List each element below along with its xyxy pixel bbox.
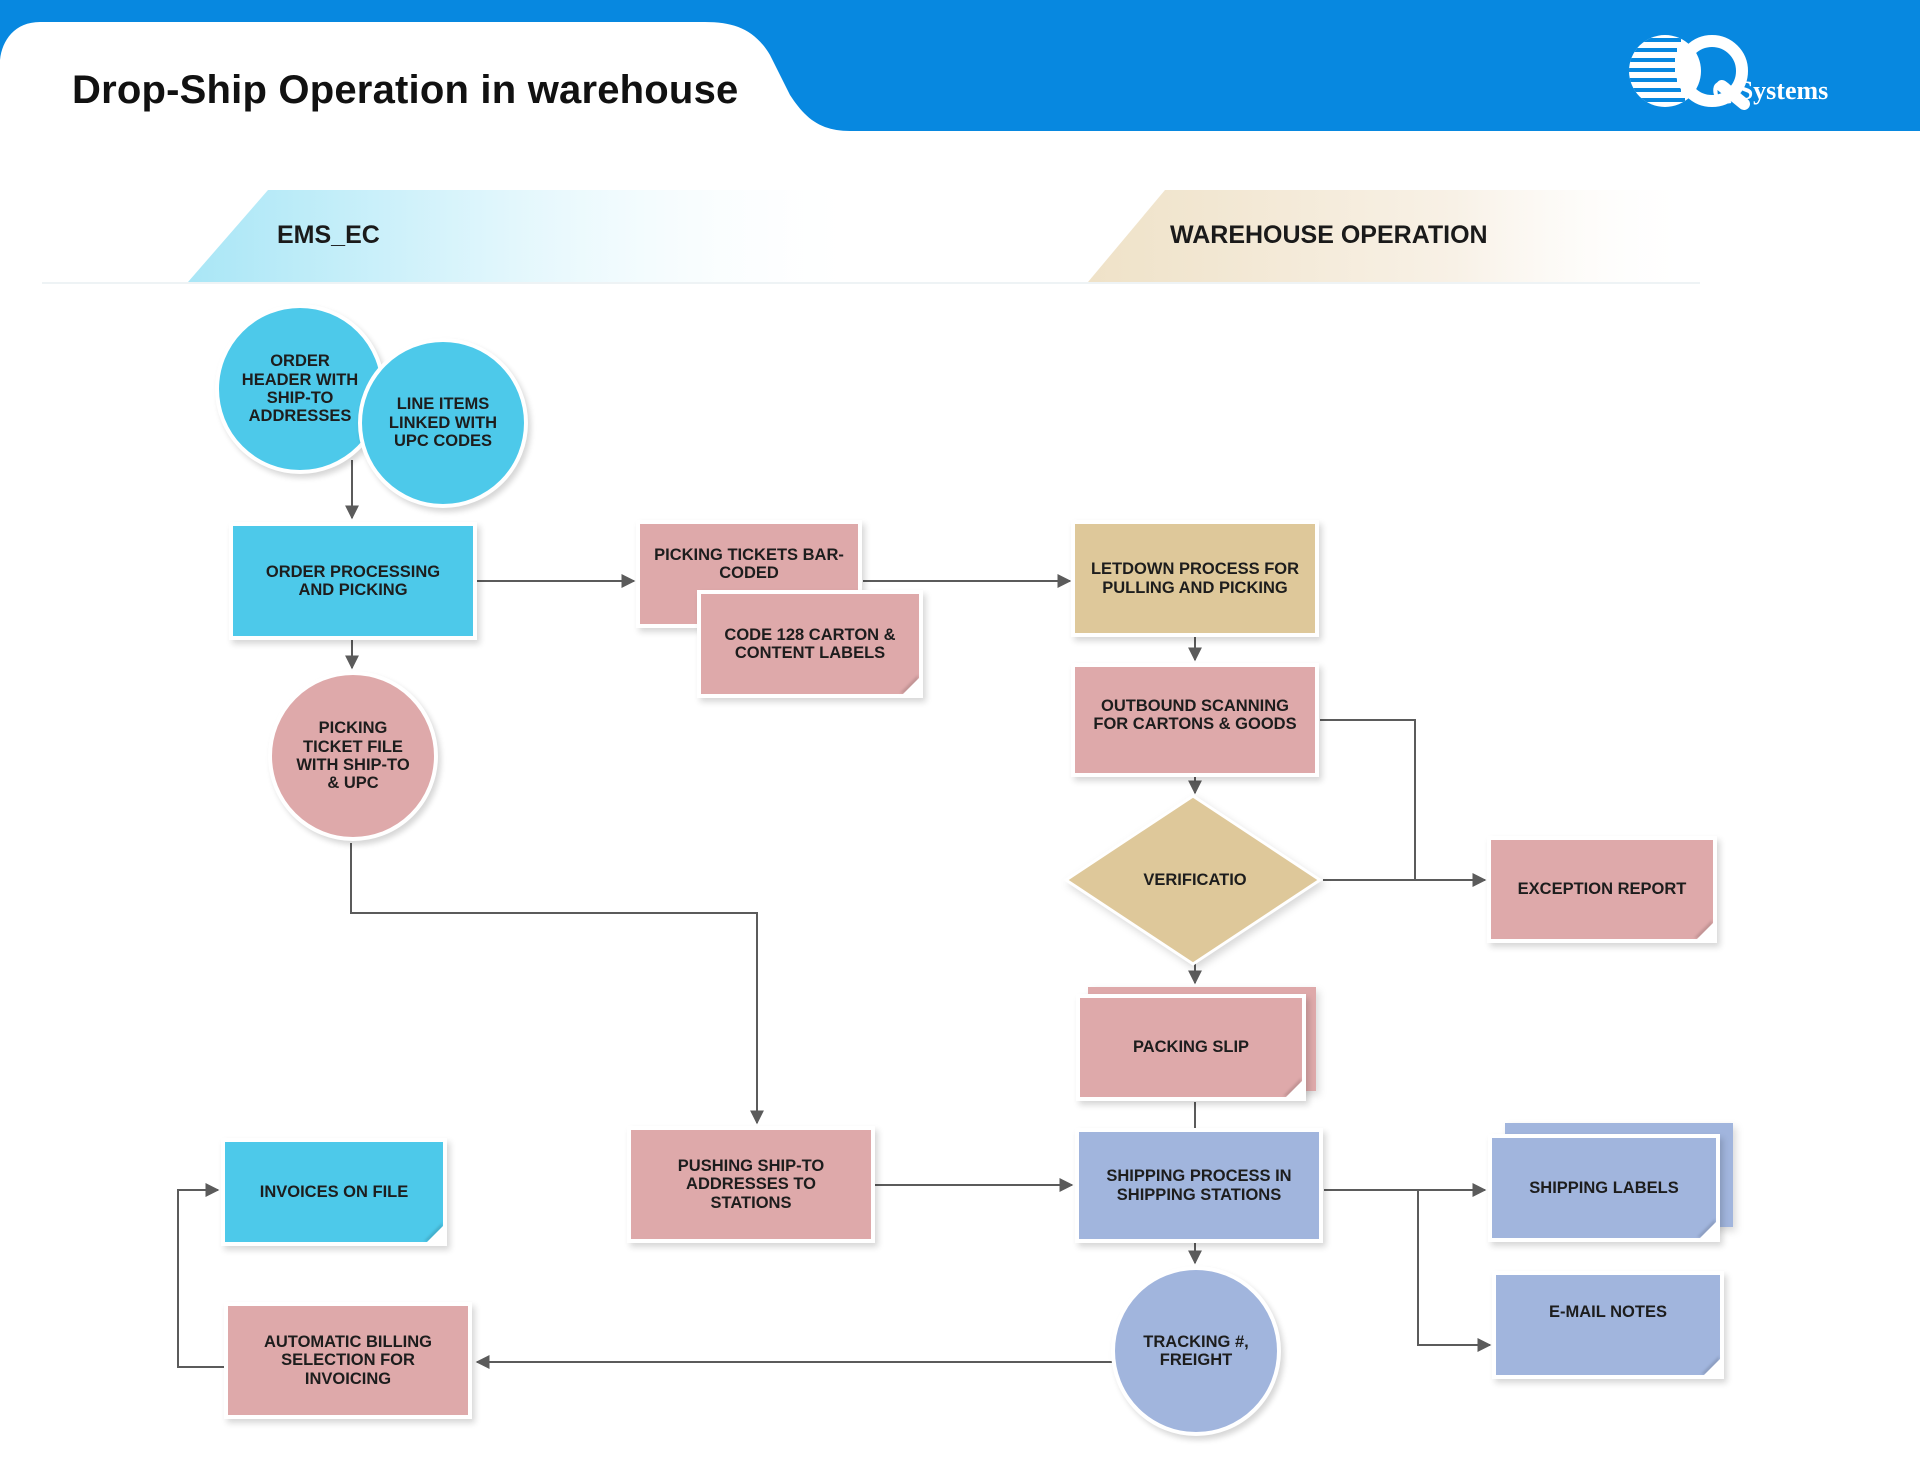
node-exception-report[interactable]: EXCEPTION REPORT xyxy=(1487,836,1717,943)
node-tracking-freight[interactable]: TRACKING #, FREIGHT xyxy=(1111,1266,1281,1436)
lane-ems-ec xyxy=(188,190,870,282)
node-outbound-scanning[interactable]: OUTBOUND SCANNING FOR CARTONS & GOODS xyxy=(1071,663,1319,777)
node-automatic-billing[interactable]: AUTOMATIC BILLING SELECTION FOR INVOICIN… xyxy=(224,1302,472,1419)
lane-label-warehouse-operation: WAREHOUSE OPERATION xyxy=(1170,221,1488,249)
node-pushing-shipto[interactable]: PUSHING SHIP-TO ADDRESSES TO STATIONS xyxy=(627,1126,875,1243)
node-shipping-labels[interactable]: SHIPPING LABELS xyxy=(1488,1134,1720,1242)
q-systems-logo-icon xyxy=(1629,35,1750,110)
node-invoices-on-file[interactable]: INVOICES ON FILE xyxy=(221,1138,447,1246)
node-packing-slip[interactable]: PACKING SLIP xyxy=(1076,994,1306,1101)
node-carton-labels[interactable]: CODE 128 CARTON & CONTENT LABELS xyxy=(697,590,923,698)
node-line-items[interactable]: LINE ITEMS LINKED WITH UPC CODES xyxy=(358,338,528,508)
node-email-notes[interactable]: E-MAIL NOTES xyxy=(1492,1271,1724,1379)
node-verification[interactable]: VERIFICATIO xyxy=(1143,870,1247,889)
lane-label-ems-ec: EMS_EC xyxy=(277,221,380,249)
node-letdown-process[interactable]: LETDOWN PROCESS FOR PULLING AND PICKING xyxy=(1071,520,1319,637)
connectors xyxy=(177,460,1492,1369)
node-shipping-process[interactable]: SHIPPING PROCESS IN SHIPPING STATIONS xyxy=(1075,1128,1323,1243)
header-banner xyxy=(0,0,1920,131)
brand-name: Q Systems xyxy=(1712,76,1829,105)
page-title: Drop-Ship Operation in warehouse xyxy=(72,68,739,112)
lane-warehouse-operation xyxy=(1088,190,1700,282)
node-order-header[interactable]: ORDER HEADER WITH SHIP-TO ADDRESSES xyxy=(215,304,385,474)
verification-diamond xyxy=(1063,794,1323,966)
node-picking-ticket-file[interactable]: PICKING TICKET FILE WITH SHIP-TO & UPC xyxy=(268,671,438,841)
node-order-processing[interactable]: ORDER PROCESSING AND PICKING xyxy=(229,522,477,640)
